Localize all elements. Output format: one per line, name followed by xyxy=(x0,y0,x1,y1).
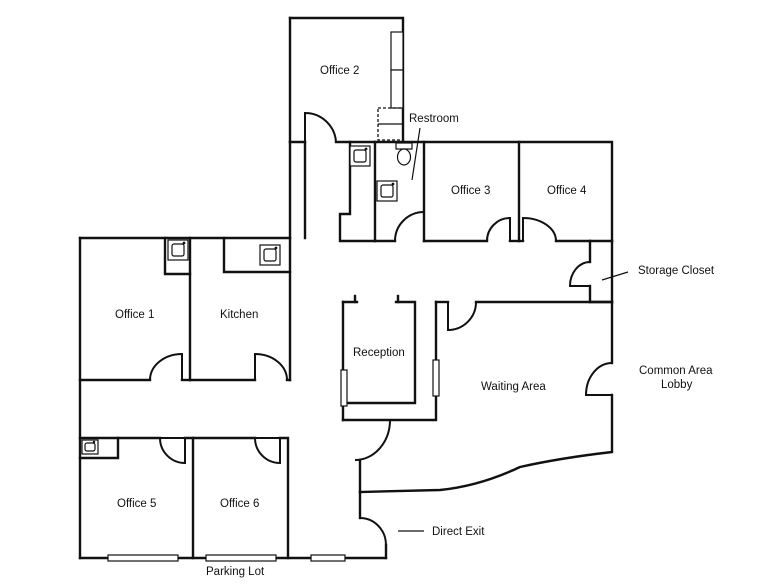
room-label-storage-closet: Storage Closet xyxy=(638,265,715,277)
label-direct-exit: Direct Exit xyxy=(432,526,485,538)
room-label-office-4: Office 4 xyxy=(547,185,587,197)
door-swing-icon xyxy=(159,437,186,465)
window-icon xyxy=(340,369,348,407)
room-label-office-3: Office 3 xyxy=(451,185,490,197)
window-icon xyxy=(310,554,346,562)
door-swing-icon xyxy=(354,419,392,461)
door-swing-icon xyxy=(486,216,511,242)
window-icon xyxy=(205,554,277,562)
room-label-office-6: Office 6 xyxy=(220,498,259,510)
door-swing-icon xyxy=(304,111,337,143)
room-label-restroom: Restroom xyxy=(409,113,459,125)
fixtures xyxy=(81,142,413,455)
toilet-icon xyxy=(395,142,413,166)
sink-icon xyxy=(259,244,281,266)
door-swing-icon xyxy=(394,210,425,242)
door-swing-icon xyxy=(359,517,387,546)
doors xyxy=(149,111,613,546)
room-label-common-area: Common Area xyxy=(639,365,713,377)
restroom-partition xyxy=(377,107,404,141)
label-parking-lot: Parking Lot xyxy=(206,566,265,578)
door-swing-icon xyxy=(568,261,591,287)
leader-lines xyxy=(398,127,629,532)
door-swing-icon xyxy=(584,362,613,396)
room-label-reception: Reception xyxy=(353,347,405,359)
door-swing-icon xyxy=(447,301,477,332)
sink-icon xyxy=(81,439,99,455)
window-icon xyxy=(390,31,404,71)
room-label-lobby: Lobby xyxy=(661,379,693,391)
room-label-office-1: Office 1 xyxy=(115,309,154,321)
door-swing-icon xyxy=(149,352,183,381)
door-swing-icon xyxy=(254,352,288,381)
labels: Office 2 Restroom Office 3 Office 4 Stor… xyxy=(115,65,715,578)
window-icon xyxy=(432,359,440,397)
room-label-waiting-area: Waiting Area xyxy=(481,381,546,393)
door-swing-icon xyxy=(254,437,281,465)
room-label-office-5: Office 5 xyxy=(117,498,156,510)
walls xyxy=(78,16,614,560)
sink-icon xyxy=(376,180,398,202)
room-label-office-2: Office 2 xyxy=(320,65,359,77)
door-swing-icon xyxy=(522,216,557,242)
sink-icon xyxy=(349,145,371,167)
window-icon xyxy=(107,554,179,562)
window-icon xyxy=(390,69,404,109)
room-label-kitchen: Kitchen xyxy=(220,309,258,321)
sink-icon xyxy=(167,239,189,261)
windows xyxy=(107,31,440,562)
